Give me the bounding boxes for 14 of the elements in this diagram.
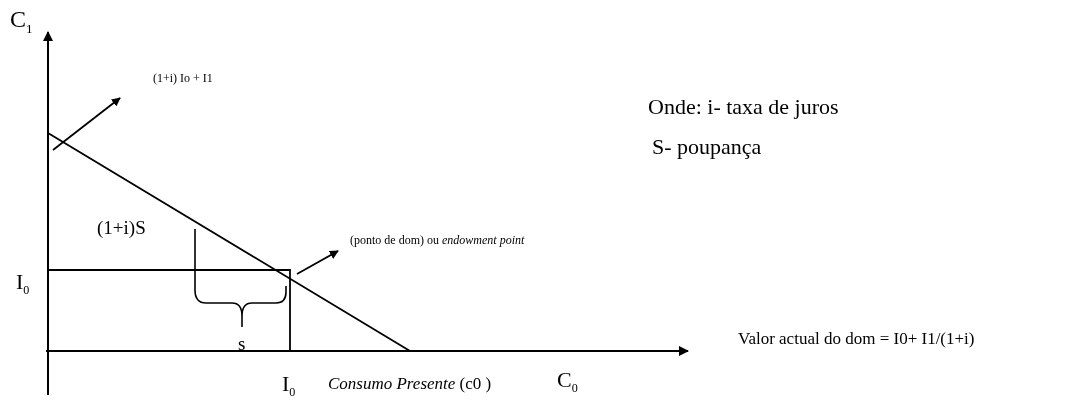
formula-text: Valor actual do dom = I0+ I1/(1+i) [738, 330, 975, 349]
curve-label: (1+i)S [97, 218, 146, 239]
leader-arrow [52, 97, 121, 151]
leader-arrow [296, 250, 339, 275]
tick-label: I$_{0}$ [282, 372, 296, 400]
axis-label: C$_{1}$ [10, 6, 33, 37]
tick-label: I$_{0}$ [16, 270, 30, 298]
axis-label: C$_{0}$ [557, 368, 578, 396]
note-text: S- poupança [652, 135, 762, 160]
brace-label: s [238, 334, 246, 355]
axis-title: Consumo Presente (c0 ) [328, 375, 492, 394]
annotation-text: (1+i) Io + I1 [151, 70, 215, 88]
note-text: Onde: i- taxa de juros [648, 95, 839, 120]
annotation-text: (ponto de dom) ou endowment point [348, 232, 527, 250]
